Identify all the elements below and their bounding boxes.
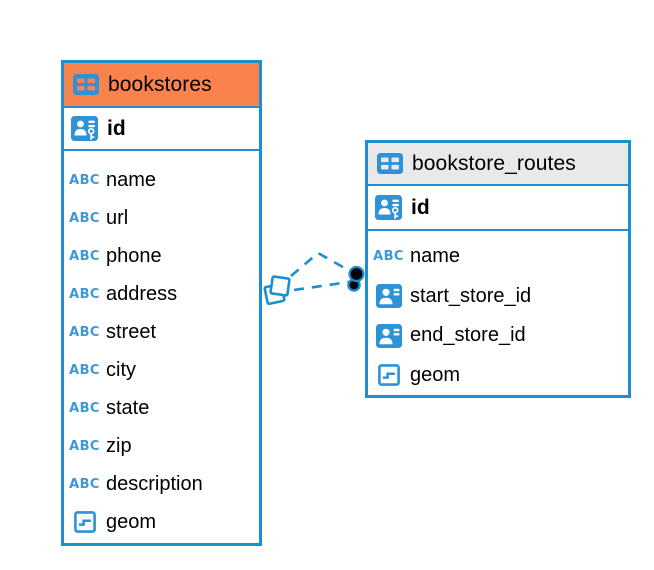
column-row-id[interactable]: id [64,108,259,151]
text-type-icon: ABC [69,476,100,492]
column-row-name[interactable]: ABC name [373,245,461,268]
table-header-bookstore-routes[interactable]: bookstore_routes [368,143,628,186]
column-name-id: id [107,116,126,140]
text-type-icon: ABC [69,400,100,416]
dot-marker-group [347,265,365,292]
text-type-icon: ABC [69,362,100,378]
table-bookstore-routes[interactable]: bookstore_routes id [365,140,631,398]
column-name-id: id [411,195,430,219]
text-type-icon: ABC [69,210,100,226]
column-row-phone[interactable]: ABC phone [69,244,162,267]
column-row-end-store-id[interactable]: end_store_id [368,316,628,356]
table-title: bookstore_routes [412,151,576,175]
primary-key-icon [374,195,403,220]
text-type-icon: ABC [69,438,100,454]
text-type-icon: ABC [69,286,100,302]
relation-line-start-store[interactable] [290,251,351,277]
column-row-url[interactable]: ABC url [69,206,129,229]
geometry-type-icon [70,511,99,533]
geometry-type-icon [374,364,403,387]
column-row-city[interactable]: ABC city [69,358,136,381]
column-list: ABC name start_store_id [368,231,628,395]
relation-line-end-store[interactable] [293,280,350,292]
table-header-bookstores[interactable]: bookstores [64,63,259,108]
table-title: bookstores [108,72,212,96]
table-icon [71,74,100,95]
column-row-description[interactable]: ABC description [69,472,203,495]
column-row-street[interactable]: ABC street [69,320,157,343]
text-type-icon: ABC [69,172,100,188]
table-bookstores[interactable]: bookstores id [61,60,262,546]
column-row-address[interactable]: ABC address [69,282,178,305]
text-type-icon: ABC [69,324,100,340]
column-row-id[interactable]: id [368,186,628,231]
column-list: ABC name ABC url ABC phone ABC address A… [64,151,259,541]
column-row-geom[interactable]: geom [368,356,628,396]
reference-type-icon [374,284,403,309]
diamond-marker-group [263,275,291,306]
text-type-icon: ABC [373,249,404,265]
column-row-geom[interactable]: geom [64,503,259,541]
primary-key-icon [70,116,99,141]
reference-type-icon [374,323,403,348]
column-row-name[interactable]: ABC name [69,168,157,191]
column-row-start-store-id[interactable]: start_store_id [368,277,628,317]
column-row-state[interactable]: ABC state [69,396,150,419]
table-icon [375,153,404,174]
column-row-zip[interactable]: ABC zip [69,434,132,457]
text-type-icon: ABC [69,248,100,264]
